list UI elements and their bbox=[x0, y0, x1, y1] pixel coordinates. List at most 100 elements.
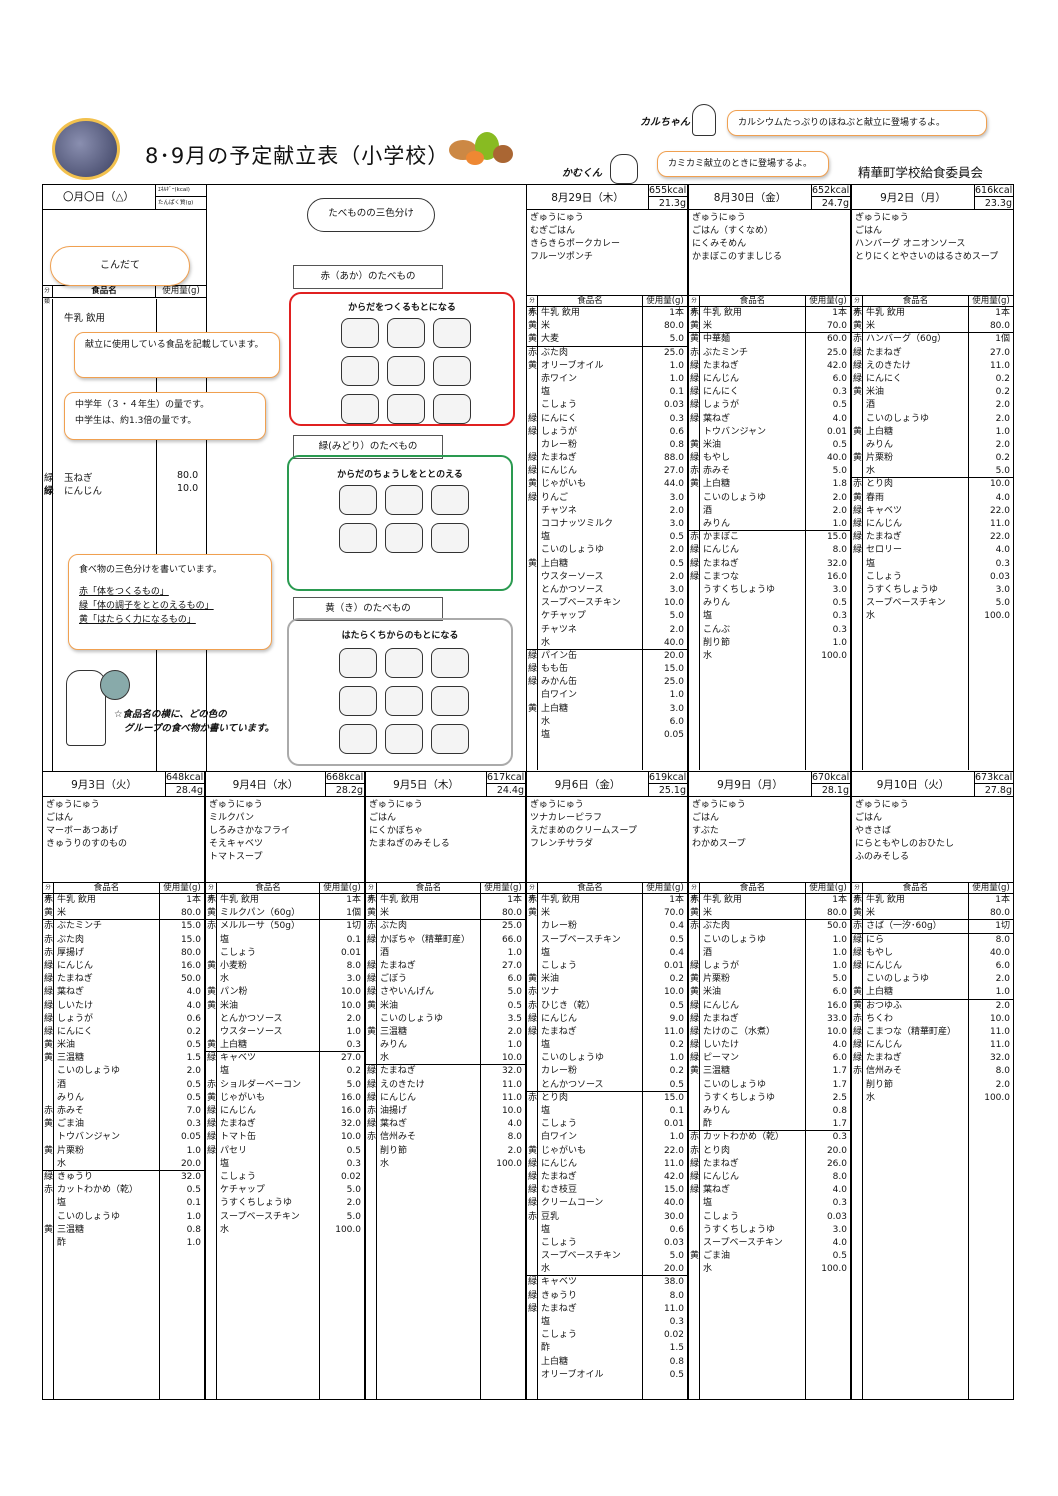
ingredient-amount: 1本 bbox=[669, 308, 684, 318]
ingredient-name: こしょう bbox=[220, 1171, 257, 1182]
ingredient-group: 緑 bbox=[852, 1026, 862, 1037]
menu-item: ごはん（すくなめ） bbox=[692, 226, 774, 236]
ingredient-name: 塩 bbox=[541, 532, 551, 543]
ingredient-name: こんぶ bbox=[703, 624, 731, 635]
ingredient-group: 赤 bbox=[366, 895, 376, 905]
ingredient-group: 緑 bbox=[852, 1053, 862, 1064]
ingredient-amount: 10.0 bbox=[989, 479, 1010, 490]
ingredient-row: 赤カットわかめ（乾）0.3 bbox=[689, 1131, 850, 1144]
ingredient-amount: 6.0 bbox=[995, 960, 1010, 971]
ingredient-amount: 0.5 bbox=[186, 1092, 201, 1103]
ingredient-amount: 2.0 bbox=[995, 439, 1010, 450]
ingredient-group: 緑 bbox=[527, 677, 537, 688]
ingredient-name: こしょう bbox=[541, 1330, 578, 1341]
ingredient-name: 削り節 bbox=[380, 1145, 408, 1156]
ingredient-name: 米 bbox=[380, 908, 390, 919]
ingredient-amount: 0.4 bbox=[669, 947, 684, 958]
ingredient-name: 上白糖 bbox=[541, 703, 569, 714]
ingredient-name: カットわかめ（乾） bbox=[57, 1185, 139, 1196]
ingredient-amount: 4.0 bbox=[832, 1237, 847, 1248]
ingredient-amount: 1本 bbox=[832, 895, 847, 905]
ingredient-amount: 15.0 bbox=[663, 664, 684, 675]
ingredient-name: パイン缶 bbox=[541, 650, 578, 661]
ingredient-amount: 1.7 bbox=[832, 1066, 847, 1077]
ingredient-name: りんご bbox=[541, 492, 569, 503]
ingredient-group: 黄 bbox=[689, 908, 699, 919]
ingredient-group: 緑 bbox=[366, 1066, 376, 1077]
ingredient-group: 赤 bbox=[206, 1079, 216, 1090]
cake-icon bbox=[431, 724, 469, 754]
ingredient-group: 緑 bbox=[689, 453, 699, 464]
menu-item: ごはん bbox=[46, 813, 74, 823]
menu-item: かまぼこのすましじる bbox=[692, 252, 783, 262]
ingredient-name: ぶた肉 bbox=[57, 934, 85, 945]
ingredient-name: 塩 bbox=[57, 1198, 67, 1209]
ingredient-name: たまねぎ bbox=[541, 1303, 577, 1314]
day-protein: 28.4g bbox=[175, 785, 203, 796]
ingredient-amount: 40.0 bbox=[989, 947, 1010, 958]
ingredient-amount: 100.0 bbox=[821, 650, 847, 661]
menu-item: むぎごはん bbox=[530, 226, 576, 236]
ingredient-amount: 3.0 bbox=[995, 584, 1010, 595]
ingredient-group: 黄 bbox=[366, 1026, 376, 1037]
ingredient-amount: 4.0 bbox=[995, 492, 1010, 503]
ingredient-name: キャベツ bbox=[541, 1277, 578, 1288]
menu-item: えだまめのクリームスープ bbox=[530, 826, 638, 836]
ingredient-group: 黄 bbox=[366, 1000, 376, 1011]
ingredient-group: 緑 bbox=[366, 987, 376, 998]
ingredient-name: 塩 bbox=[541, 1040, 551, 1051]
ingredient-group: 緑 bbox=[852, 347, 862, 358]
ingredient-amount: 4.0 bbox=[186, 987, 201, 998]
clam-icon bbox=[387, 356, 425, 386]
day-date: 9月3日（火） bbox=[43, 772, 166, 796]
organization: 精華町学校給食委員会 bbox=[858, 165, 984, 180]
karu-chan-label: カルちゃん bbox=[640, 117, 690, 128]
ingredient-group: 赤 bbox=[689, 466, 699, 477]
ingredient-group: 黄 bbox=[43, 1119, 53, 1130]
menu-item: やきさば bbox=[855, 826, 892, 836]
col-name: 食品名 bbox=[54, 883, 160, 893]
ingredient-group: 赤 bbox=[852, 1013, 862, 1024]
ingredient-amount: 0.5 bbox=[832, 400, 847, 411]
note-groups-green: 緑「体の調子をととのえるもの」 bbox=[79, 601, 214, 611]
ingredient-name: 赤ワイン bbox=[541, 373, 578, 384]
ingredient-amount: 0.5 bbox=[832, 1251, 847, 1262]
sample-col-amt: 使用量(g) bbox=[162, 286, 200, 296]
ingredient-name: みかん缶 bbox=[541, 677, 578, 688]
ingredient-amount: 9.0 bbox=[669, 1013, 684, 1024]
ingredient-amount: 25.0 bbox=[663, 677, 684, 688]
ingredient-name: 米 bbox=[541, 321, 551, 332]
ingredient-amount: 15.0 bbox=[663, 1185, 684, 1196]
ingredient-group: 黄 bbox=[527, 321, 537, 332]
ingredient-name: こいのしょうゆ bbox=[703, 492, 767, 503]
day-date: 9月5日（木） bbox=[366, 772, 487, 796]
ingredient-amount: 20.0 bbox=[826, 1145, 847, 1156]
ingredient-name: こしょう bbox=[541, 400, 578, 411]
ingredient-name: にんじん bbox=[380, 1092, 417, 1103]
ingredient-group: 緑 bbox=[689, 1053, 699, 1064]
ingredient-name: きゅうり bbox=[541, 1290, 578, 1301]
